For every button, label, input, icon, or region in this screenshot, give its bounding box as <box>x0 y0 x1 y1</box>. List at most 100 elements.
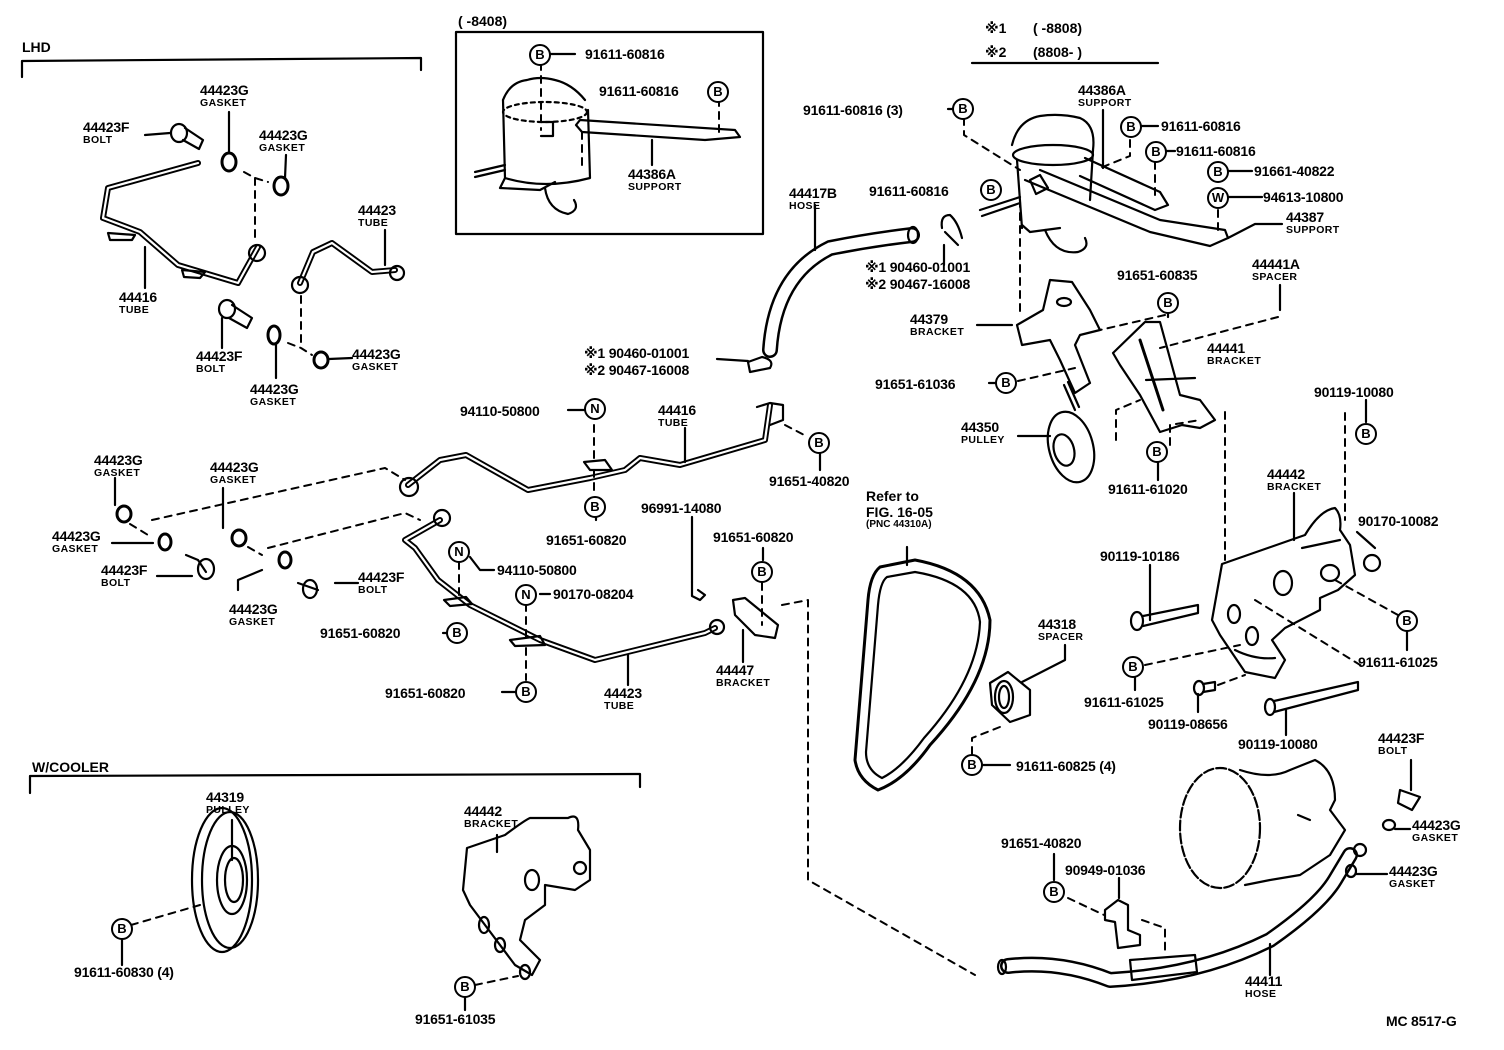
part-label-91611-60825-x4[interactable]: 91611-60825 (4) <box>1016 758 1116 774</box>
lhd-dashed-leaders <box>243 171 313 356</box>
part-label-91611-60830-x4[interactable]: 91611-60830 (4) <box>74 964 174 980</box>
part-label-90119-10080[interactable]: 90119-10080 <box>1314 384 1394 400</box>
part-label-91611-61025[interactable]: 91611-61025 <box>1084 694 1164 710</box>
part-label-91611-60816[interactable]: 91611-60816 <box>869 183 949 199</box>
w-cooler-section-bracket <box>28 772 642 795</box>
spacer-44318-drawing <box>971 643 1067 767</box>
part-label-96991-14080[interactable]: 96991-14080 <box>641 500 722 516</box>
part-label-91651-61036[interactable]: 91651-61036 <box>875 376 956 392</box>
part-label-94613-10800[interactable]: 94613-10800 <box>1263 189 1344 205</box>
note2-key: ※2 <box>985 44 1007 60</box>
bracket-44442-leaders <box>1133 398 1409 737</box>
part-label-91651-60820[interactable]: 91651-60820 <box>713 529 794 545</box>
section-title-lhd: LHD <box>22 39 51 55</box>
part-label-91651-60820[interactable]: 91651-60820 <box>320 625 401 641</box>
bracket-44442-drawing <box>1210 506 1357 680</box>
part-label-91611-61020[interactable]: 91611-61020 <box>1108 481 1188 497</box>
bolt-symbol-icon: B <box>111 918 133 940</box>
bolt-symbol-icon: B <box>1146 441 1168 463</box>
lhd-gaskets <box>220 151 330 370</box>
part-label-94110-50800[interactable]: 94110-50800 <box>460 403 540 419</box>
lhd-bolts <box>169 122 254 330</box>
part-label-91651-40820[interactable]: 91651-40820 <box>1001 835 1082 851</box>
part-label-91611-60816-x3[interactable]: 91611-60816 (3) <box>803 102 903 118</box>
tube-44416-leaders <box>566 408 822 584</box>
note1-range: ( -8808) <box>1033 20 1083 36</box>
part-label-90170-08204[interactable]: 90170-08204 <box>553 586 634 602</box>
pulley-44350-drawing <box>1046 380 1096 484</box>
bracket-area-leaders <box>975 283 1282 561</box>
part-label-91661-40822[interactable]: 91661-40822 <box>1254 163 1335 179</box>
part-label-91651-60835[interactable]: 91651-60835 <box>1117 267 1198 283</box>
part-label-90119-10186[interactable]: 90119-10186 <box>1100 548 1180 564</box>
bolt-symbol-icon: B <box>1122 656 1144 678</box>
bracket-44442-cooler-drawing <box>461 815 592 1012</box>
inset-date-range: ( -8408) <box>458 13 508 29</box>
bolt-symbol-icon: B <box>961 754 983 776</box>
part-label-91651-40820[interactable]: 91651-40820 <box>769 473 850 489</box>
part-label-91651-61035[interactable]: 91651-61035 <box>415 1011 496 1027</box>
lhd-section-bracket <box>20 56 423 79</box>
part-label-90119-08656[interactable]: 90119-08656 <box>1148 716 1228 732</box>
note2-range: (8808- ) <box>1033 44 1083 60</box>
nut-symbol-icon: N <box>515 584 537 606</box>
part-label-91611-60816[interactable]: 91611-60816 <box>1176 143 1256 159</box>
part-label-91611-60816[interactable]: 91611-60816 <box>599 83 679 99</box>
part-label-91651-60820[interactable]: 91651-60820 <box>546 532 627 548</box>
right-bolt-gaskets-drawing <box>1344 758 1422 879</box>
bolt-symbol-icon: B <box>980 179 1002 201</box>
bolt-symbol-icon: B <box>751 561 773 583</box>
bolt-symbol-icon: B <box>454 976 476 998</box>
part-label-91611-61025[interactable]: 91611-61025 <box>1358 654 1438 670</box>
reference-note[interactable]: Refer to FIG. 16-05 (PNC 44310A) <box>866 488 933 530</box>
tube-44423-drawing <box>402 508 726 663</box>
part-label-90949-01036[interactable]: 90949-01036 <box>1065 862 1146 878</box>
clamp-label-lower[interactable]: ※1 90460-01001 ※2 90467-16008 <box>584 345 690 378</box>
part-label-94110-50800[interactable]: 94110-50800 <box>497 562 577 578</box>
lhd-leaders <box>143 110 387 380</box>
bolt-symbol-icon: B <box>1145 141 1167 163</box>
lower-left-bolts <box>184 553 320 600</box>
clamp-label-upper[interactable]: ※1 90460-01001 ※2 90467-16008 <box>865 259 971 292</box>
part-label-91651-60820[interactable]: 91651-60820 <box>385 685 466 701</box>
part-label-90119-10080[interactable]: 90119-10080 <box>1238 736 1318 752</box>
bolt-symbol-icon: B <box>584 496 606 518</box>
part-label-90170-10082[interactable]: 90170-10082 <box>1358 513 1439 529</box>
bolt-symbol-icon: B <box>995 372 1017 394</box>
part-label-91611-60816[interactable]: 91611-60816 <box>585 46 665 62</box>
part-label-91611-60816[interactable]: 91611-60816 <box>1161 118 1241 134</box>
